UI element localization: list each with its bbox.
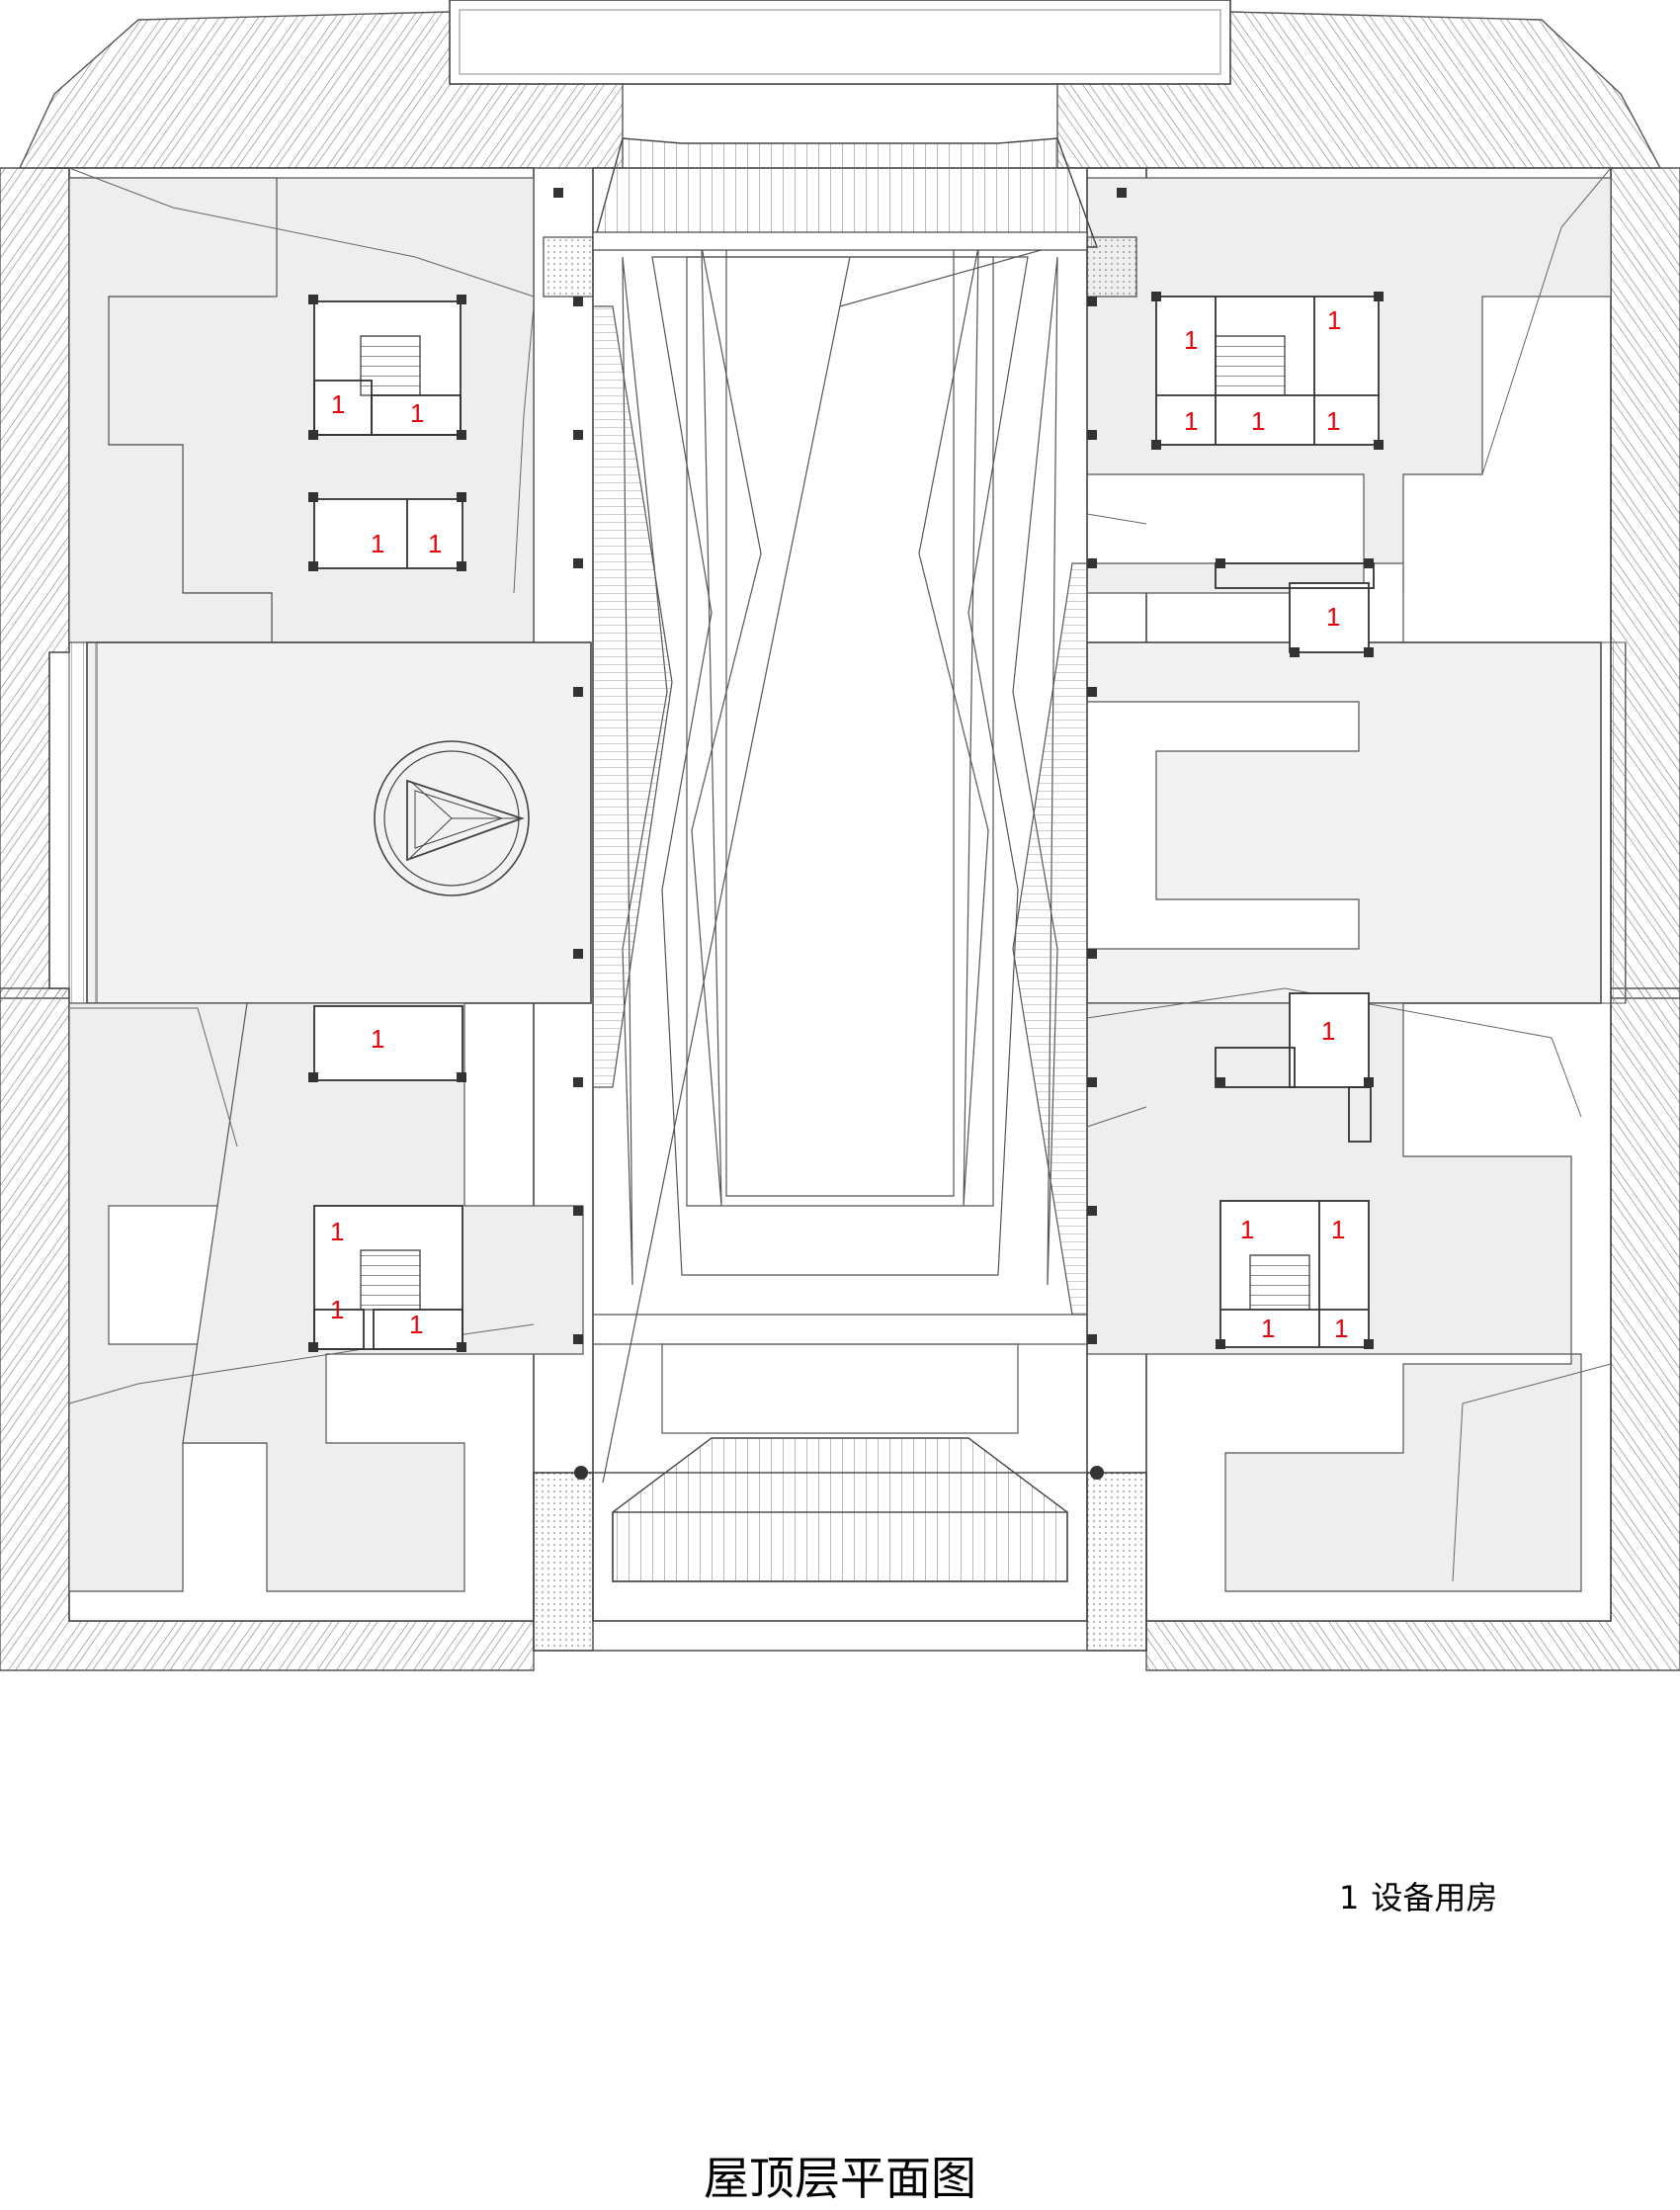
room-label: 1	[428, 529, 442, 558]
bottom-bridge-stair	[533, 1437, 1147, 1652]
room-label: 1	[331, 389, 345, 419]
room-label: 1	[371, 529, 384, 558]
room-label: 1	[1326, 406, 1340, 436]
room-labels: 1 1 1 1 1 1 1 1 1 1 1 1 1 1 1 1 1 1 1	[330, 305, 1348, 1343]
room-label: 1	[1327, 305, 1341, 335]
right-e-shape	[1086, 701, 1360, 950]
room-label: 1	[1331, 1215, 1345, 1244]
room-label: 1	[410, 398, 424, 428]
room-label: 1	[1326, 602, 1340, 632]
drain-right	[1090, 1466, 1104, 1480]
legend-text: 设备用房	[1371, 1879, 1498, 1916]
circular-skylight	[374, 740, 530, 896]
room-label: 1	[409, 1310, 423, 1339]
central-atrium	[592, 167, 1088, 1622]
columns	[308, 292, 1384, 1352]
top-parapet	[449, 0, 1231, 85]
room-label: 1	[1261, 1314, 1275, 1343]
left-top-core	[543, 236, 594, 298]
roof-plan-drawing: 1 1 1 1 1 1 1 1 1 1 1 1 1 1 1 1 1 1 1	[0, 0, 1680, 1671]
equipment-blocks	[313, 296, 1380, 1350]
legend-number: 1	[1339, 1879, 1360, 1916]
room-label: 1	[371, 1024, 384, 1054]
room-label: 1	[1240, 1215, 1254, 1244]
room-label: 1	[330, 1295, 344, 1324]
room-label: 1	[1334, 1314, 1348, 1343]
drain-left	[574, 1466, 588, 1480]
right-top-core	[1086, 236, 1137, 298]
room-label: 1	[330, 1217, 344, 1246]
roof-edge-lines	[68, 167, 1612, 1582]
room-label: 1	[1184, 406, 1198, 436]
drawing-title: 屋顶层平面图	[704, 2152, 976, 2205]
room-label: 1	[1321, 1016, 1335, 1046]
top-bridge-stair	[592, 137, 1098, 248]
left-center-deck	[86, 641, 592, 1004]
right-ramp	[1012, 562, 1088, 1316]
left-ramp	[592, 305, 673, 1088]
room-label: 1	[1251, 406, 1265, 436]
room-label: 1	[1184, 325, 1198, 355]
legend: 1 设备用房	[1339, 1873, 1497, 1918]
